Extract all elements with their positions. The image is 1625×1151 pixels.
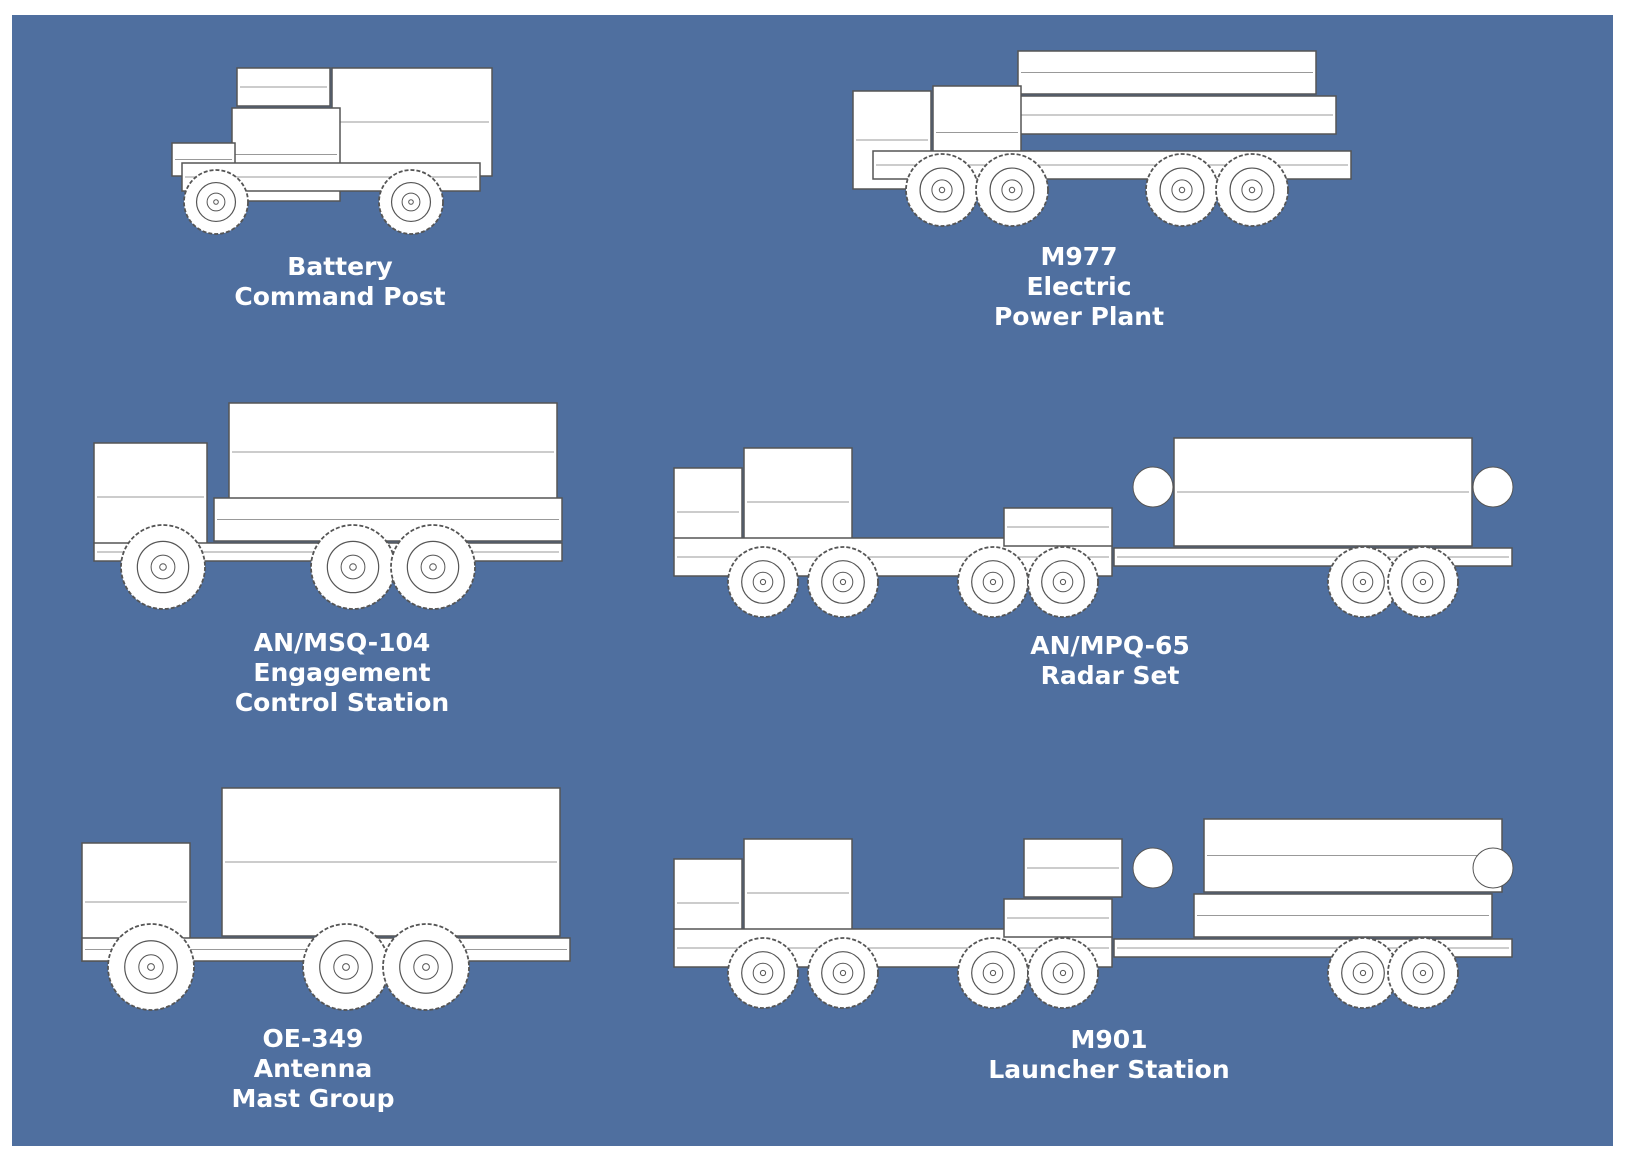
outrigger-pad (1472, 847, 1514, 889)
wheel-hub (408, 199, 414, 205)
wheel-hub (1059, 969, 1067, 977)
wheel-hub (989, 578, 997, 586)
wheel-hub (1059, 578, 1067, 586)
label-line: M901 (1070, 1025, 1148, 1054)
label-line: Mast Group (231, 1084, 395, 1113)
label-m977: M977 Electric Power Plant (994, 242, 1164, 332)
outrigger-pad (1132, 466, 1174, 508)
label-line: Engagement (253, 658, 431, 687)
wheel-hub (1178, 186, 1186, 194)
label-line: Antenna (253, 1054, 373, 1083)
label-battery-command-post: Battery Command Post (234, 252, 445, 312)
wheel-hub (839, 578, 847, 586)
label-line: AN/MSQ-104 (253, 628, 431, 657)
wheel-hub (989, 969, 997, 977)
wheel-hub (1248, 186, 1256, 194)
label-line: Electric (1026, 272, 1132, 301)
vehicle-m977-electric-power-plant (852, 50, 1352, 227)
wheel-hub (147, 963, 155, 971)
wheel-hub (938, 186, 946, 194)
wheel-hub (839, 969, 847, 977)
label-line: OE-349 (262, 1024, 364, 1053)
vehicle-battery-command-post (171, 67, 493, 235)
label-an-msq-104: AN/MSQ-104 Engagement Control Station (235, 628, 449, 718)
wheel-hub (342, 963, 350, 971)
wheel-hub (213, 199, 219, 205)
label-line: Battery (287, 252, 393, 281)
wheel-hub (1419, 969, 1427, 977)
label-m901: M901 Launcher Station (988, 1025, 1229, 1085)
wheel-hub (759, 578, 767, 586)
wheel-hub (1008, 186, 1016, 194)
label-oe-349: OE-349 Antenna Mast Group (231, 1024, 394, 1114)
outrigger-pad (1472, 466, 1514, 508)
vehicle-oe-349 (81, 787, 571, 1011)
label-line: Power Plant (993, 302, 1165, 331)
label-line: Radar Set (1040, 661, 1180, 690)
wheel-hub (422, 963, 430, 971)
wheel-hub (759, 969, 767, 977)
vehicle-an-mpq-65 (673, 437, 1514, 618)
label-an-mpq-65: AN/MPQ-65 Radar Set (1030, 631, 1190, 691)
label-line: Launcher Station (988, 1055, 1230, 1084)
label-line: AN/MPQ-65 (1030, 631, 1190, 660)
wheel-hub (429, 563, 437, 571)
vehicle-m901 (673, 818, 1514, 1009)
label-line: Control Station (234, 688, 450, 717)
label-line: M977 (1040, 242, 1118, 271)
outrigger-pad (1132, 847, 1174, 889)
vehicle-an-msq-104 (93, 402, 563, 610)
label-line: Command Post (234, 282, 446, 311)
wheel-hub (1359, 969, 1367, 977)
wheel-hub (349, 563, 357, 571)
wheel-hub (1419, 578, 1427, 586)
wheel-hub (159, 563, 167, 571)
wheel-hub (1359, 578, 1367, 586)
